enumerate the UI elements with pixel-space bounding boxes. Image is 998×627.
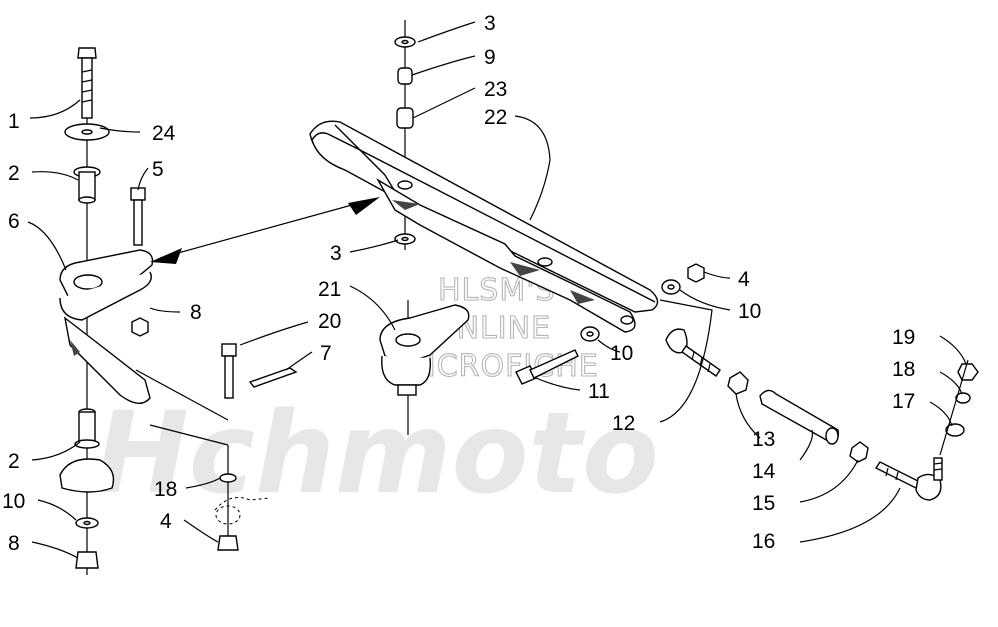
jam-nut-part-15[interactable] xyxy=(849,441,869,463)
right-hardware xyxy=(515,263,979,501)
nut-part-19[interactable] xyxy=(957,363,979,381)
callout-23: 23 xyxy=(484,78,507,101)
spacer-part-9[interactable] xyxy=(397,67,413,85)
callout-16: 16 xyxy=(752,530,775,553)
watermark-brand: Hchmoto xyxy=(95,389,659,519)
center-stack xyxy=(394,20,416,250)
bolt-part-1[interactable] xyxy=(77,47,97,119)
callout-12: 12 xyxy=(612,412,635,435)
callout-10: 10 xyxy=(738,300,761,323)
washer-part-17-flat[interactable] xyxy=(945,423,965,437)
tie-rod-end-part-16[interactable] xyxy=(874,461,942,501)
washer-part-3-top[interactable] xyxy=(394,36,416,48)
callout-4: 4 xyxy=(738,268,750,291)
cotter-pin-part-7[interactable] xyxy=(248,367,298,388)
callout-24: 24 xyxy=(152,122,176,145)
callout-4: 4 xyxy=(160,510,172,533)
washer-part-10-left[interactable] xyxy=(75,517,99,529)
callout-1: 1 xyxy=(8,110,20,133)
nut-part-4-right[interactable] xyxy=(687,263,705,283)
callout-17: 17 xyxy=(892,390,915,413)
spacer-part-23[interactable] xyxy=(396,107,414,129)
callout-8: 8 xyxy=(8,532,20,555)
jam-nut-part-13[interactable] xyxy=(727,371,749,395)
nut-part-8-upper[interactable] xyxy=(131,317,149,337)
callout-14: 14 xyxy=(752,460,776,483)
washer-part-10-right[interactable] xyxy=(661,279,681,295)
watermark: Hchmoto HLSM'S ONLINE MICROFICHE xyxy=(95,272,659,519)
callout-5: 5 xyxy=(152,158,164,181)
callout-20: 20 xyxy=(318,310,341,333)
callout-11: 11 xyxy=(588,380,610,403)
callout-9: 9 xyxy=(484,46,496,69)
callout-10: 10 xyxy=(610,342,633,365)
tie-rod-beam-part-22[interactable] xyxy=(309,120,659,333)
leader-lines xyxy=(27,21,967,559)
bolt-part-20[interactable] xyxy=(221,343,237,399)
bolt-part-17[interactable] xyxy=(933,457,943,481)
tie-rod-end-part-12[interactable] xyxy=(665,328,721,377)
plate-lower[interactable] xyxy=(59,458,115,493)
callout-19: 19 xyxy=(892,326,915,349)
washer-part-18-left[interactable] xyxy=(219,473,237,483)
mount-bracket-part-6[interactable] xyxy=(59,249,154,404)
callout-18: 18 xyxy=(154,478,177,501)
washer-part-3-bottom[interactable] xyxy=(394,233,416,245)
washer-part-10-center[interactable] xyxy=(580,326,600,342)
callout-3: 3 xyxy=(484,12,496,35)
callout-3: 3 xyxy=(330,242,342,265)
ball-joint-dashed xyxy=(214,497,271,525)
callout-10: 10 xyxy=(2,490,25,513)
bolt-part-11[interactable] xyxy=(515,349,579,385)
left-mount-assembly xyxy=(59,47,154,575)
sleeve-part-14[interactable] xyxy=(759,389,840,445)
washer-part-18-right[interactable] xyxy=(955,392,971,404)
callout-15: 15 xyxy=(752,492,775,515)
callout-8: 8 xyxy=(190,301,202,324)
callout-6: 6 xyxy=(8,210,20,233)
bushing-part-2-upper[interactable] xyxy=(73,166,101,204)
callout-22: 22 xyxy=(484,106,507,129)
double-arrow xyxy=(150,197,380,264)
mount-part-21[interactable] xyxy=(379,300,470,435)
nut-part-8-lower[interactable] xyxy=(75,551,99,569)
callout-7: 7 xyxy=(320,342,332,365)
callouts: 1 24 2 5 6 8 2 10 8 20 7 18 4 3 9 23 22 … xyxy=(2,12,915,555)
callout-21: 21 xyxy=(318,278,341,301)
bolt-part-5[interactable] xyxy=(130,187,146,246)
callout-2: 2 xyxy=(8,450,20,473)
nut-part-4-left[interactable] xyxy=(217,535,239,551)
lower-bolt-group xyxy=(135,343,298,551)
washer-part-24[interactable] xyxy=(64,123,110,141)
callout-18: 18 xyxy=(892,358,915,381)
bushing-part-2-lower[interactable] xyxy=(74,408,100,449)
callout-13: 13 xyxy=(752,428,775,451)
callout-2: 2 xyxy=(8,162,20,185)
